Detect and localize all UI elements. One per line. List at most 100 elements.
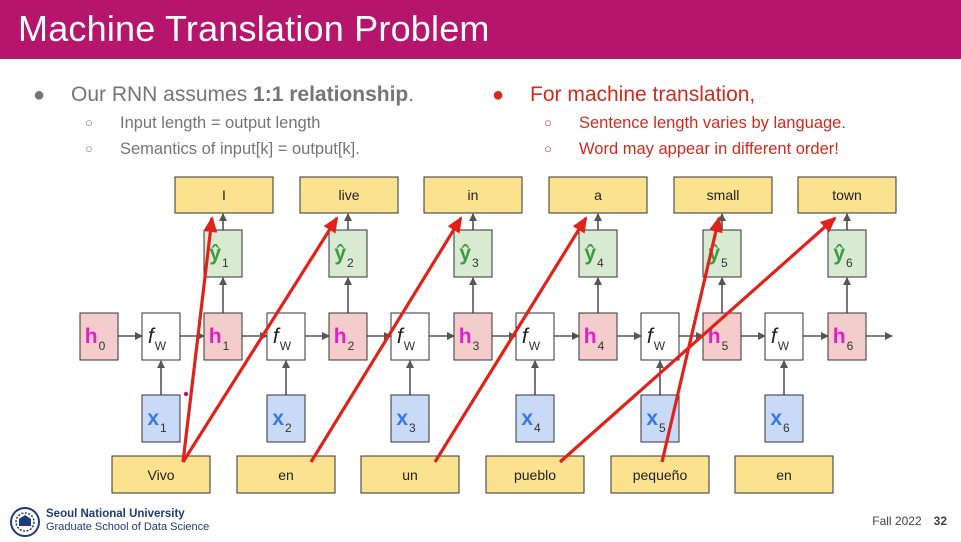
- x-input-node: [515, 394, 555, 443]
- input-word-label: pequeño: [633, 467, 688, 483]
- word-alignment-arrow: [660, 216, 723, 463]
- x-node-label: x1: [147, 407, 167, 435]
- h-hidden-state-node: [328, 312, 368, 361]
- right-sub-bullet: ○ Word may appear in different order!: [492, 136, 932, 162]
- y-node-label: ŷ6: [833, 242, 853, 270]
- h-node-label: h6: [833, 325, 854, 353]
- input-word-label: pueblo: [514, 467, 556, 483]
- h-node-label: h3: [459, 325, 480, 353]
- output-word-label: town: [832, 187, 862, 203]
- input-word-label: en: [278, 467, 294, 483]
- h-node-label: h2: [334, 325, 355, 353]
- term-label: Fall 2022: [872, 514, 922, 528]
- word-alignment-arrow: [558, 216, 837, 464]
- slide-title: Machine Translation Problem: [18, 8, 490, 49]
- x-node-label: x3: [396, 407, 416, 435]
- input-word-box: [360, 455, 460, 494]
- input-word-box: [111, 455, 211, 494]
- x-node-label: x2: [272, 407, 292, 435]
- right-sub-text: Sentence length varies by language.: [579, 114, 846, 132]
- y-output-node: [328, 229, 368, 278]
- right-bullet-list: ● For machine translation, ○ Sentence le…: [492, 80, 932, 162]
- y-node-label: ŷ1: [209, 242, 229, 270]
- x-node-label: x5: [646, 407, 666, 435]
- h-hidden-state-node: [578, 312, 618, 361]
- output-word-label: a: [594, 187, 602, 203]
- x-input-node: [764, 394, 804, 443]
- y-output-node: [827, 229, 867, 278]
- output-word-box: [797, 176, 897, 214]
- y-node-label: ŷ2: [334, 242, 354, 270]
- f-node-label: fW: [273, 325, 292, 353]
- left-sub-text: Input length = output length: [120, 114, 321, 132]
- h-hidden-state-node: [702, 312, 742, 361]
- h-node-label: h1: [209, 325, 230, 353]
- bullet-dot-icon: ●: [33, 84, 46, 106]
- input-word-box: [734, 455, 834, 494]
- f-w-cell-node: [640, 312, 680, 361]
- input-word-box: [485, 455, 585, 494]
- h-node-label: h0: [85, 325, 106, 353]
- y-output-node: [578, 229, 618, 278]
- input-word-box: [610, 455, 710, 494]
- x-node-label: x4: [521, 407, 541, 435]
- output-word-box: [174, 176, 274, 214]
- f-node-label: fW: [148, 325, 167, 353]
- rnn-connection-arrows: [118, 213, 893, 395]
- right-main-bullet: ● For machine translation,: [492, 80, 932, 110]
- circle-bullet-icon: ○: [544, 141, 552, 156]
- word-alignment-arrows: [181, 216, 837, 464]
- right-main-text: For machine translation,: [530, 83, 756, 106]
- h-node-label: h4: [584, 325, 605, 353]
- left-main-suffix: .: [408, 83, 415, 106]
- snu-logo-icon: [10, 507, 40, 537]
- laser-pointer-dot: [183, 391, 189, 397]
- left-main-prefix: Our RNN assumes: [71, 83, 254, 106]
- circle-bullet-icon: ○: [544, 115, 552, 130]
- y-node-label: ŷ4: [584, 242, 604, 270]
- title-bar: Machine Translation Problem: [0, 0, 961, 59]
- x-input-node: [141, 394, 181, 443]
- left-bullet-list: ● Our RNN assumes 1:1 relationship. ○ In…: [33, 80, 483, 162]
- university-name: Seoul National University: [46, 508, 185, 520]
- word-alignment-arrow: [181, 216, 218, 463]
- circle-bullet-icon: ○: [85, 141, 93, 156]
- input-word-label: en: [776, 467, 792, 483]
- f-node-label: fW: [397, 325, 416, 353]
- h-hidden-state-node: [79, 312, 119, 361]
- word-alignment-arrow: [309, 216, 463, 463]
- x-input-node: [266, 394, 306, 443]
- input-word-box: [236, 455, 336, 494]
- left-main-bullet: ● Our RNN assumes 1:1 relationship.: [33, 80, 483, 110]
- x-node-label: x6: [770, 407, 790, 435]
- right-sub-bullet: ○ Sentence length varies by language.: [492, 110, 932, 136]
- input-word-label: un: [402, 467, 418, 483]
- output-word-label: small: [707, 187, 740, 203]
- left-sub-bullet: ○ Semantics of input[k] = output[k].: [33, 136, 483, 162]
- word-alignment-arrow: [433, 216, 588, 463]
- h-hidden-state-node: [827, 312, 867, 361]
- f-w-cell-node: [266, 312, 306, 361]
- f-node-label: fW: [771, 325, 790, 353]
- bullet-dot-icon: ●: [492, 84, 505, 106]
- word-alignment-arrow: [181, 216, 339, 463]
- input-word-label: Vivo: [148, 467, 175, 483]
- circle-bullet-icon: ○: [85, 115, 93, 130]
- f-w-cell-node: [764, 312, 804, 361]
- f-node-label: fW: [522, 325, 541, 353]
- output-word-label: I: [222, 187, 226, 203]
- left-main-bold: 1:1 relationship: [253, 83, 409, 106]
- left-sub-bullet: ○ Input length = output length: [33, 110, 483, 136]
- h-node-label: h5: [708, 325, 729, 353]
- output-word-label: live: [338, 187, 359, 203]
- output-word-box: [299, 176, 399, 214]
- x-input-node: [390, 394, 430, 443]
- f-node-label: fW: [647, 325, 666, 353]
- output-word-box: [548, 176, 648, 214]
- y-output-node: [453, 229, 493, 278]
- h-hidden-state-node: [203, 312, 243, 361]
- f-w-cell-node: [141, 312, 181, 361]
